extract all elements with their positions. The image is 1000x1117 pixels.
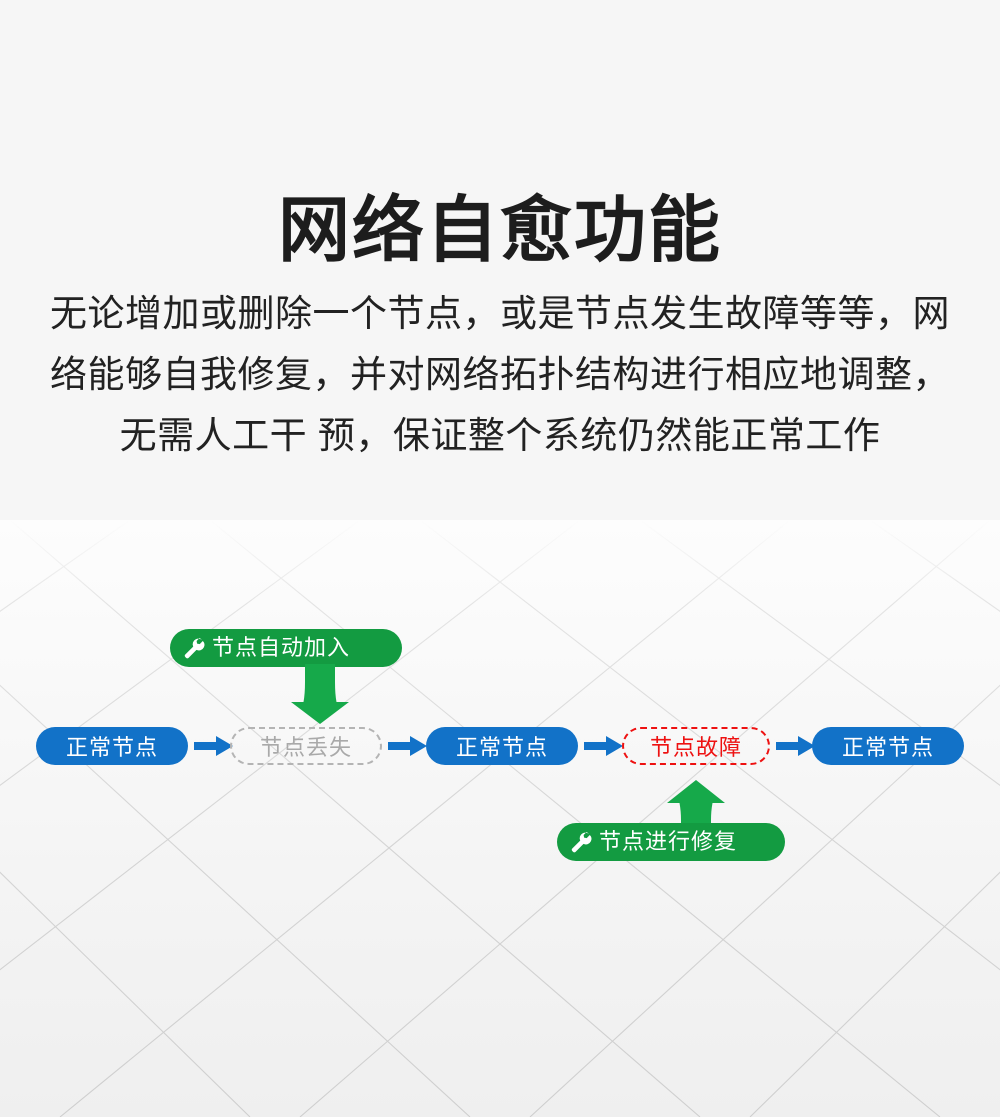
callout-arrow-down bbox=[291, 664, 349, 724]
page-title: 网络自愈功能 bbox=[277, 191, 722, 272]
node-normal-1[interactable]: 正常节点 bbox=[36, 727, 188, 765]
node-lost[interactable]: 节点丢失 bbox=[230, 727, 382, 765]
node-normal-2-label: 正常节点 bbox=[455, 735, 548, 760]
node-normal-2[interactable]: 正常节点 bbox=[426, 727, 578, 765]
node-fault-label: 节点故障 bbox=[649, 735, 742, 760]
callout-arrow-up bbox=[667, 780, 725, 836]
node-lost-label: 节点丢失 bbox=[259, 735, 352, 760]
callout-node-auto-join-label: 节点自动加入 bbox=[212, 635, 351, 660]
connector-arrow-1 bbox=[194, 736, 233, 756]
node-fault[interactable]: 节点故障 bbox=[622, 727, 770, 765]
node-normal-1-label: 正常节点 bbox=[65, 735, 158, 760]
callout-node-repair: 节点进行修复 bbox=[557, 823, 785, 861]
connector-arrow-3 bbox=[584, 736, 623, 756]
connector-arrow-4 bbox=[776, 736, 815, 756]
wrench-icon bbox=[184, 637, 205, 659]
page-description: 无论增加或删除一个节点，或是节点发生故障等等，网 络能够自我修复，并对网络拓扑结… bbox=[30, 283, 970, 466]
callout-node-repair-label: 节点进行修复 bbox=[599, 829, 738, 854]
node-normal-3-label: 正常节点 bbox=[841, 735, 934, 760]
wrench-icon bbox=[571, 831, 592, 853]
connector-arrow-2 bbox=[388, 736, 427, 756]
description-line-3: 无需人工干 预，保证整个系统仍然能正常工作 bbox=[119, 415, 881, 456]
node-normal-3[interactable]: 正常节点 bbox=[812, 727, 964, 765]
callout-node-auto-join: 节点自动加入 bbox=[170, 629, 402, 667]
description-line-2: 络能够自我修复，并对网络拓扑结构进行相应地调整， bbox=[50, 354, 950, 395]
description-line-1: 无论增加或删除一个节点，或是节点发生故障等等，网 bbox=[50, 293, 950, 334]
